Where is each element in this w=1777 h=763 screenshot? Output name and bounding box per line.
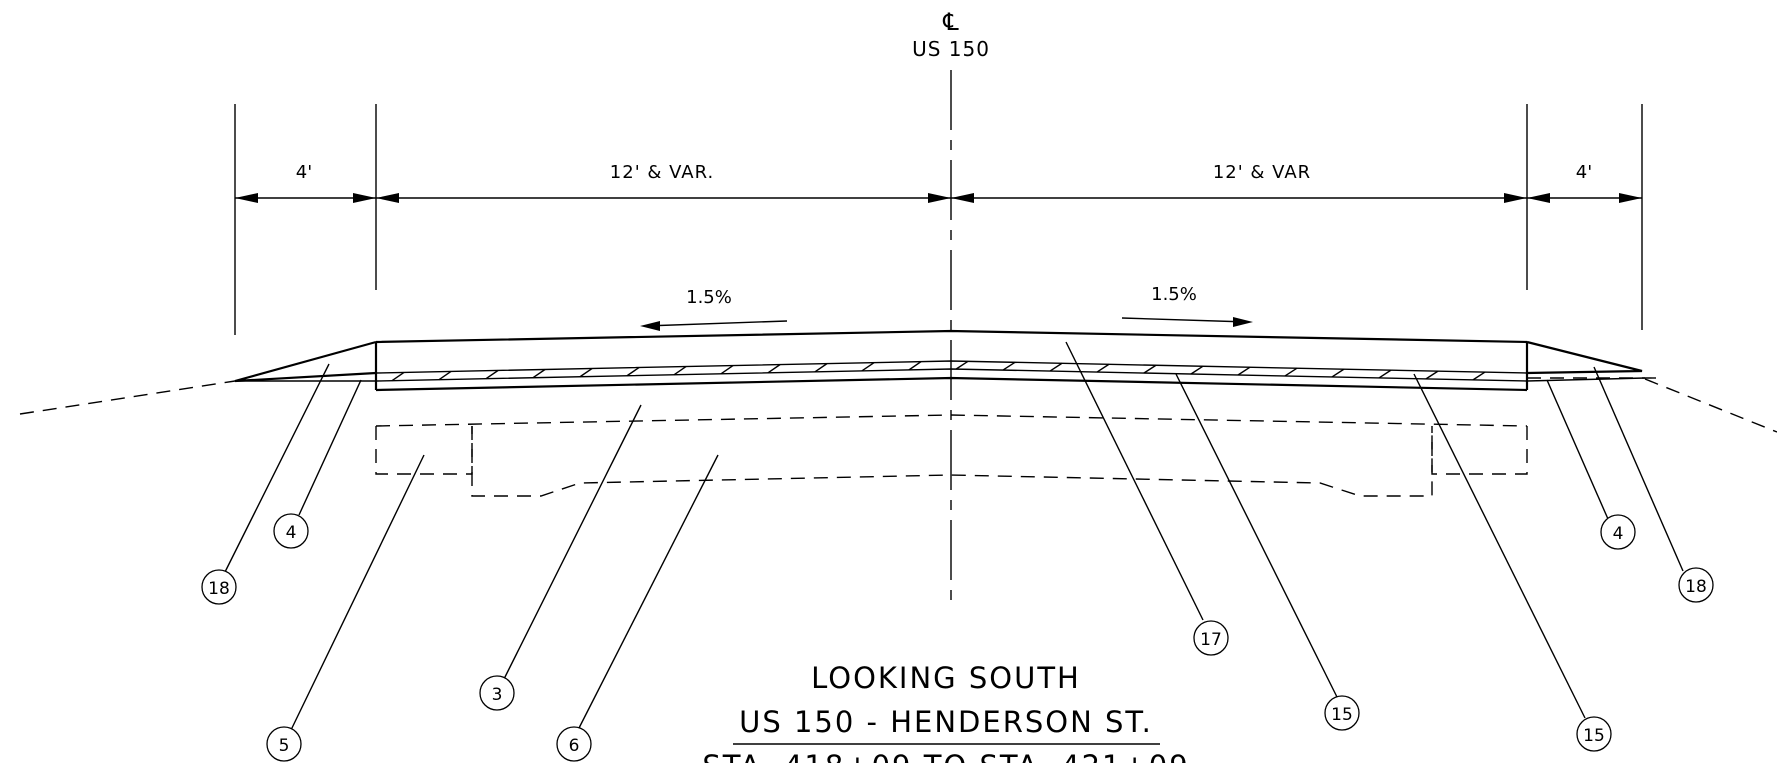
svg-text:6: 6 xyxy=(569,736,580,756)
hatch-mark xyxy=(720,365,734,375)
svg-text:4: 4 xyxy=(1613,524,1624,544)
hatch-mark xyxy=(1331,368,1345,378)
callout-18-left: 18 xyxy=(201,569,237,605)
callout-3: 3 xyxy=(479,675,515,711)
slope-right-label: 1.5% xyxy=(1151,284,1197,305)
hatch-mark xyxy=(1284,367,1298,377)
pavement-section xyxy=(374,329,1529,392)
svg-text:18: 18 xyxy=(208,579,230,599)
svg-text:15: 15 xyxy=(1583,726,1605,746)
subbase-outline xyxy=(375,414,1528,497)
dimension-arrows xyxy=(235,193,1642,203)
hatch-mark xyxy=(908,361,922,371)
svg-text:5: 5 xyxy=(279,736,290,756)
hatch-mark xyxy=(626,366,640,377)
hatch-mark xyxy=(861,362,875,372)
hatch-mark xyxy=(814,363,828,373)
callout-15-mid: 15 xyxy=(1324,695,1360,731)
hatch-mark xyxy=(485,369,499,380)
callout-15-right: 15 xyxy=(1576,716,1612,752)
hatch-mark xyxy=(1425,370,1439,380)
hatch-mark xyxy=(767,364,781,374)
hatch-mark xyxy=(579,367,593,378)
existing-ground-right xyxy=(1644,378,1777,433)
callout-4-left: 4 xyxy=(273,513,309,549)
svg-text:18: 18 xyxy=(1685,577,1707,597)
svg-text:4: 4 xyxy=(286,523,297,543)
svg-text:3: 3 xyxy=(492,685,503,705)
callout-6: 6 xyxy=(556,726,592,762)
hatch-mark xyxy=(1378,369,1392,379)
hatch-mark xyxy=(1096,363,1110,373)
pavement-hatch xyxy=(391,360,1486,382)
dimension-left-shoulder: 4' xyxy=(296,162,312,183)
callout-17: 17 xyxy=(1193,620,1229,656)
slope-right-arrowhead xyxy=(1233,317,1253,327)
hatch-mark xyxy=(391,371,405,382)
existing-ground-left xyxy=(19,380,236,415)
title-line-1: LOOKING SOUTH xyxy=(811,661,1081,695)
svg-text:17: 17 xyxy=(1200,630,1222,650)
hatch-mark xyxy=(1472,371,1486,381)
hatch-mark xyxy=(1049,362,1063,372)
slope-left-arrowhead xyxy=(640,321,660,331)
callout-4-right: 4 xyxy=(1600,514,1636,550)
hatch-mark xyxy=(438,370,452,381)
callout-5: 5 xyxy=(266,726,302,762)
hatch-mark xyxy=(1190,365,1204,375)
leader-lines xyxy=(223,341,1684,731)
slope-left-label: 1.5% xyxy=(686,287,732,308)
hatch-mark xyxy=(532,368,546,379)
hatch-mark xyxy=(673,365,687,376)
slope-right-arrow xyxy=(1121,317,1249,323)
callout-18-right: 18 xyxy=(1678,567,1714,603)
centerline-route-label: US 150 xyxy=(912,37,990,61)
hatch-mark xyxy=(1002,361,1016,371)
shoulder-right xyxy=(1526,340,1646,382)
hatch-mark xyxy=(1143,364,1157,374)
dimension-left-lane: 12' & VAR. xyxy=(610,162,714,183)
dimension-right-lane: 12' & VAR xyxy=(1213,162,1311,183)
svg-text:15: 15 xyxy=(1331,705,1353,725)
centerline-symbol: ℄ xyxy=(942,8,959,36)
title-line-3: STA. 418+09 TO STA. 421+09 xyxy=(702,749,1189,763)
dimension-right-shoulder: 4' xyxy=(1576,162,1592,183)
hatch-mark xyxy=(1237,366,1251,376)
slope-left-arrow xyxy=(644,320,788,327)
shoulder-left xyxy=(234,340,377,383)
hatch-mark xyxy=(955,360,969,370)
title-line-2: US 150 - HENDERSON ST. xyxy=(739,705,1153,739)
